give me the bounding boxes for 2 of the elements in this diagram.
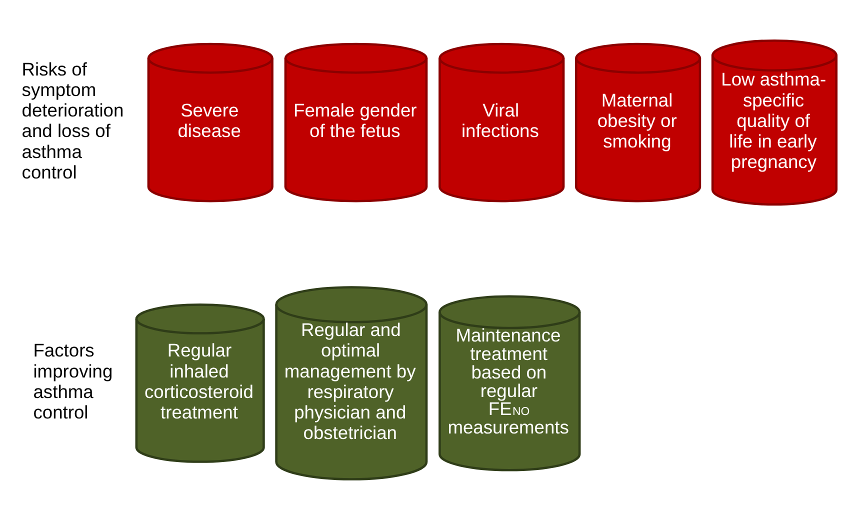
label: Factors improving asthma control <box>33 340 113 423</box>
label: Risks of symptom deterioration and loss of asthma control <box>22 58 124 183</box>
